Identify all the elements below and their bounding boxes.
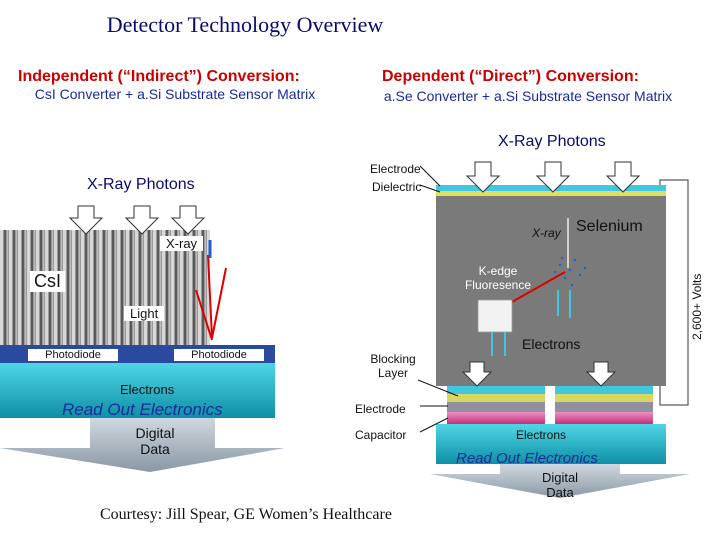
left-xray-arrows bbox=[70, 206, 204, 234]
right-digital-data-label: Digital Data bbox=[530, 470, 590, 500]
left-readout-label: Read Out Electronics bbox=[62, 400, 223, 420]
electrons-bottom-label: Electrons bbox=[516, 428, 566, 442]
left-xray-label: X-ray bbox=[160, 236, 203, 251]
csi-label: CsI bbox=[30, 271, 65, 292]
photodiode-left-label: Photodiode bbox=[28, 349, 118, 361]
photodiode-right-label: Photodiode bbox=[174, 349, 264, 361]
blocking-layer-label: Blocking Layer bbox=[358, 352, 428, 380]
selenium-label: Selenium bbox=[576, 218, 643, 236]
voltage-label: 2,600+ Volts bbox=[690, 274, 704, 340]
pixel-pads bbox=[447, 386, 653, 424]
dielectric-layer bbox=[436, 191, 666, 196]
capacitor-label: Capacitor bbox=[355, 428, 406, 442]
electrode-bottom-label: Electrode bbox=[355, 402, 406, 416]
right-readout-label: Read Out Electronics bbox=[456, 450, 598, 467]
left-digital-data-label: Digital Data bbox=[120, 425, 190, 457]
courtesy-note: Courtesy: Jill Spear, GE Women’s Healthc… bbox=[100, 506, 392, 524]
kedge-label: K-edge Fluoresence bbox=[448, 264, 548, 292]
right-xray-label: X-ray bbox=[532, 226, 561, 240]
light-label: Light bbox=[124, 306, 164, 321]
electrons-top-label: Electrons bbox=[522, 336, 580, 352]
left-electrons-label: Electrons bbox=[120, 382, 174, 397]
